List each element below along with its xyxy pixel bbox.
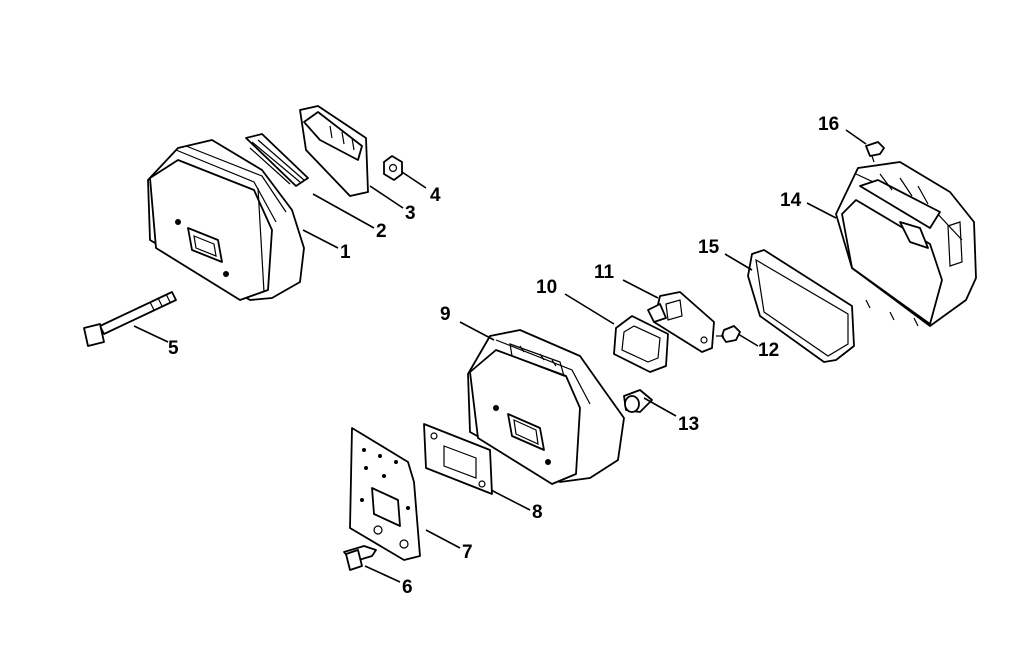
callout-13: 13 [678, 414, 699, 435]
callout-2: 2 [376, 221, 387, 242]
part-tiny-screw [865, 141, 885, 163]
callout-12: 12 [758, 340, 779, 361]
callout-10: 10 [536, 277, 557, 298]
part-deflector [299, 105, 369, 197]
part-screw [343, 545, 377, 571]
callout-8: 8 [532, 502, 543, 523]
callout-11: 11 [594, 262, 615, 283]
part-gasket [423, 423, 493, 495]
callout-14: 14 [780, 190, 802, 211]
part-cover-plate [647, 291, 715, 353]
part-muffler-housing-center [467, 329, 625, 485]
callout-3: 3 [405, 203, 416, 224]
part-small-screw [716, 325, 741, 343]
callout-6: 6 [402, 577, 413, 598]
leader-lines [133, 129, 867, 583]
callout-9: 9 [440, 304, 451, 325]
part-small-gasket [613, 315, 669, 373]
callout-7: 7 [462, 542, 473, 563]
callout-15: 15 [698, 237, 720, 258]
part-nut [383, 155, 403, 181]
part-sleeve [623, 389, 653, 413]
part-muffler-housing-left [147, 139, 305, 301]
callout-5: 5 [168, 338, 179, 359]
part-spark-screen [245, 133, 309, 187]
part-long-bolt [83, 291, 177, 347]
callout-labels: 1 2 3 4 5 6 7 8 9 10 11 12 13 14 15 16 [168, 114, 839, 598]
callout-1: 1 [340, 242, 351, 263]
part-flange-plate [349, 427, 421, 561]
callout-16: 16 [818, 114, 839, 135]
part-outer-cover [835, 161, 977, 327]
part-screen-insert [747, 249, 855, 363]
callout-4: 4 [430, 185, 441, 206]
